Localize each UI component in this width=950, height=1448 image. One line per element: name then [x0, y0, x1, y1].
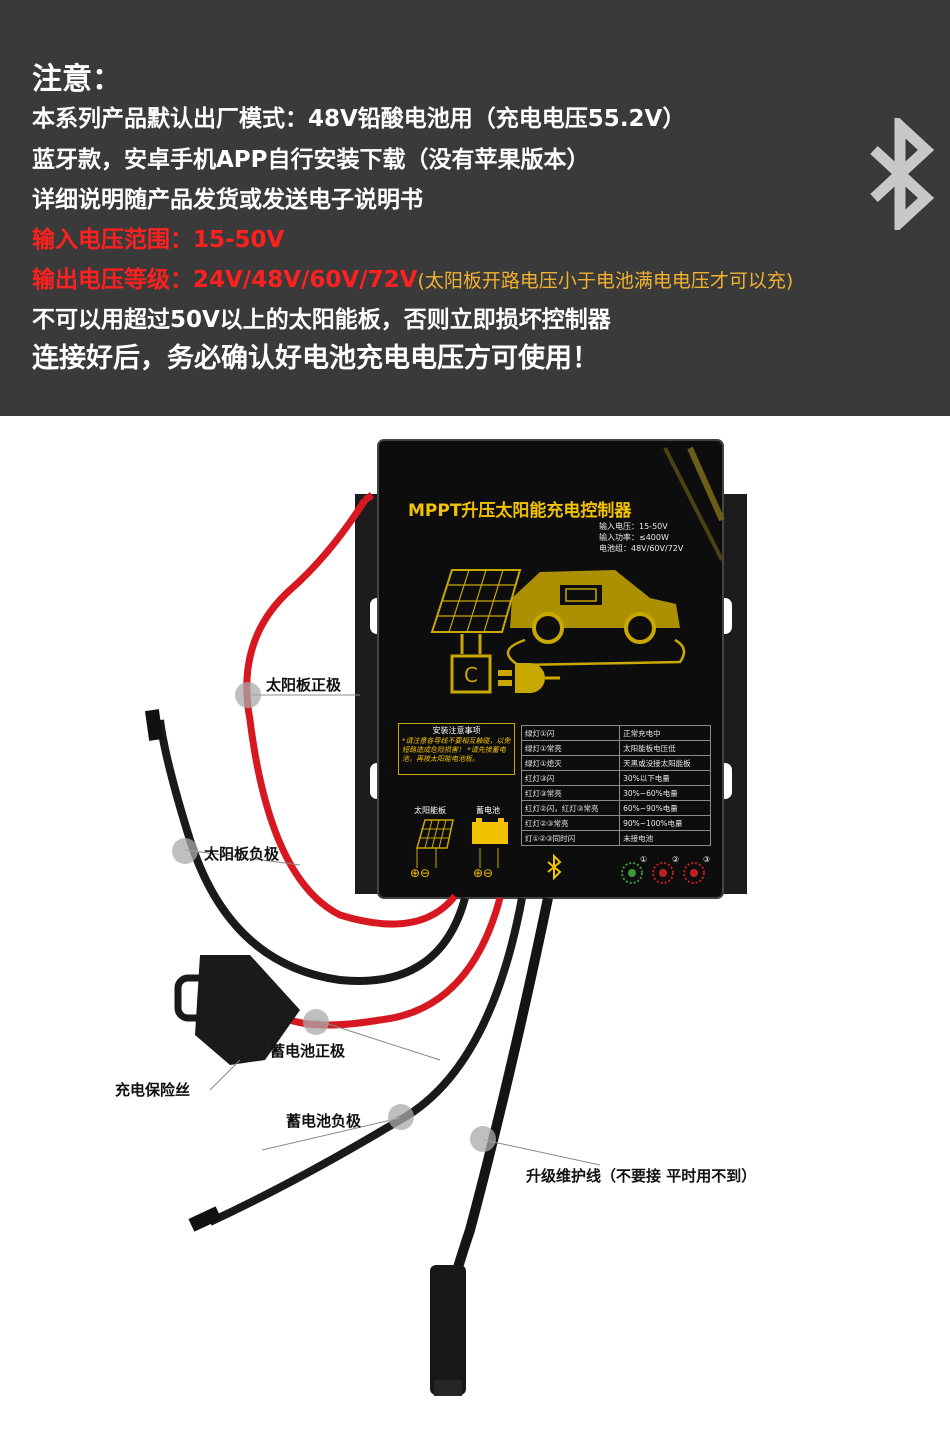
callout-upgrade-cable: 升级维护线（不要接 平时用不到） [526, 1167, 757, 1185]
plug-icon: C [450, 634, 560, 694]
callout-dot [470, 1126, 496, 1152]
led-icon [683, 862, 705, 884]
led-meaning: 天黑或没接太阳能板 [619, 755, 711, 771]
led-meaning: 60%~90%电量 [619, 800, 711, 816]
led-icon [621, 862, 643, 884]
table-row: 绿灯①熄灭天黑或没接太阳能板 [520, 755, 711, 771]
notice-title: 注意： [32, 62, 122, 97]
led-state: 红灯②闪，红灯③常亮 [520, 800, 621, 816]
notice-line-output-level: 输出电压等级：24V/48V/60V/72V(太阳板开路电压小于电池满电电压才可… [32, 260, 793, 294]
notice-line-confirm: 连接好后，务必确认好电池充电电压方可使用！ [32, 343, 599, 374]
led-meaning: 未接电池 [619, 830, 711, 846]
car-icon [510, 570, 680, 644]
led-meaning: 90%~100%电量 [619, 815, 711, 831]
install-notice-title: 安装注意事项 [432, 726, 481, 735]
upgrade-cable [447, 896, 553, 1292]
callout-battery-negative: 蓄电池负极 [286, 1112, 362, 1130]
install-notice-box: 安装注意事项 *请注意各导线不要相互触碰，以免短路造成危险损害！ *请先接蓄电池… [398, 723, 515, 775]
decor-stripe [663, 447, 724, 561]
svg-text:C: C [464, 663, 478, 687]
notice-line-warning: 不可以用超过50V以上的太阳能板，否则立即损坏控制器 [32, 307, 611, 333]
wire-terminal [188, 1206, 222, 1232]
led-meaning: 30%以下电量 [619, 770, 711, 786]
battery-icon [472, 818, 508, 844]
led-meaning: 太阳能板电压低 [619, 740, 711, 756]
wire-terminal [144, 709, 164, 741]
led-state: 红灯②③常亮 [520, 815, 621, 831]
callout-fuse: 充电保险丝 [115, 1081, 191, 1099]
spec-battery-group: 电池组：48V/60V/72V [599, 544, 684, 553]
led-state: 灯①②③同时闪 [520, 830, 621, 846]
decor-stripe [687, 446, 725, 522]
product-illustration: C [144, 439, 747, 1396]
led-number-3: ③ [703, 855, 711, 864]
output-note: (太阳板开路电压小于电池满电电压才可以充) [417, 270, 794, 292]
bluetooth-icon [870, 118, 935, 230]
port-label-solar: 太阳能板 [414, 806, 446, 815]
solar-negative-wire [156, 719, 469, 985]
led-state: 红灯③闪 [520, 770, 621, 786]
table-row: 绿灯①常亮太阳能板电压低 [520, 740, 711, 756]
notice-line-manual: 详细说明随产品发货或发送电子说明书 [32, 187, 423, 213]
notice-line-input-range: 输入电压范围：15-50V [32, 227, 285, 253]
charge-cable [506, 638, 686, 667]
callout-dot [172, 838, 198, 864]
led-state: 绿灯①闪 [520, 725, 621, 741]
spec-input-voltage: 输入电压：15-50V [599, 522, 668, 531]
led-number-1: ① [640, 855, 648, 864]
table-row: 灯①②③同时闪未接电池 [520, 830, 711, 846]
fuse-holder [174, 955, 300, 1065]
table-row: 绿灯①闪正常充电中 [520, 725, 711, 741]
solar-panel-icon [430, 569, 522, 633]
callout-dot [388, 1104, 414, 1130]
led-meaning: 正常充电中 [619, 725, 711, 741]
port-label-battery: 蓄电池 [476, 806, 500, 815]
led-state: 红灯③常亮 [520, 785, 621, 801]
callout-battery-positive: 蓄电池正极 [270, 1042, 346, 1060]
led-meaning: 30%~60%电量 [619, 785, 711, 801]
led-status-table: 绿灯①闪正常充电中 绿灯①常亮太阳能板电压低 绿灯①熄灭天黑或没接太阳能板 红灯… [520, 725, 711, 846]
callout-solar-positive: 太阳板正极 [266, 676, 342, 694]
callout-dot [235, 682, 261, 708]
solar-terminal-signs: ⊕⊖ [410, 866, 431, 880]
notice-line-bluetooth: 蓝牙款，安卓手机APP自行安装下载（没有苹果版本） [32, 147, 590, 173]
device-title: MPPT升压太阳能充电控制器 [408, 501, 632, 521]
led-state: 绿灯①熄灭 [520, 755, 621, 771]
led-number-2: ② [672, 855, 680, 864]
spec-input-power: 输入功率：≤400W [599, 533, 669, 542]
led-icon [652, 862, 674, 884]
led-state: 绿灯①常亮 [520, 740, 621, 756]
product-photo: C [0, 416, 950, 1448]
install-notice-text: *请注意各导线不要相互触碰，以免短路造成危险损害！ *请先接蓄电池，再接太阳能电… [402, 737, 511, 763]
bluetooth-icon [547, 853, 562, 881]
upgrade-connector [430, 1265, 466, 1395]
callout-dot [303, 1009, 329, 1035]
output-levels: 输出电压等级：24V/48V/60V/72V [32, 267, 418, 293]
notice-line-factory-mode: 本系列产品默认出厂模式：48V铅酸电池用（充电电压55.2V） [32, 106, 686, 132]
callout-solar-negative: 太阳板负极 [204, 845, 280, 863]
solar-positive-wire [243, 498, 458, 928]
solar-panel-icon [416, 819, 454, 849]
battery-terminal-signs: ⊕⊖ [473, 866, 494, 880]
notice-banner: 注意： 本系列产品默认出厂模式：48V铅酸电池用（充电电压55.2V） 蓝牙款，… [0, 0, 950, 416]
